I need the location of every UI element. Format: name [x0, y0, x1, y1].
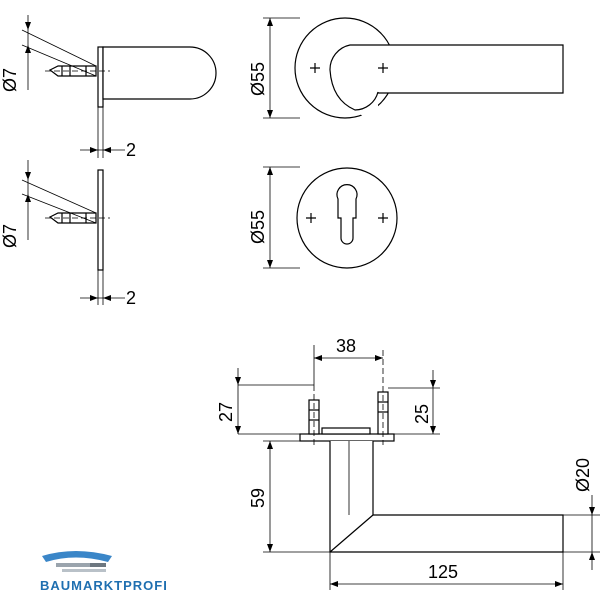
handle-height-label: 59 [248, 488, 268, 508]
rosette-front-view [263, 17, 564, 121]
rosette-pin-diameter-label: Ø7 [0, 68, 20, 92]
baumarktprofi-logo: BAUMARKTPROFI [40, 551, 168, 593]
escutcheon-plate-thickness-label: 2 [126, 288, 136, 308]
rosette-handle-neck [102, 46, 217, 100]
rosette-plate [97, 46, 104, 108]
screw-mark [378, 213, 388, 223]
escutcheon-front-view [263, 166, 398, 269]
pin-spacing-label: 38 [336, 336, 356, 356]
lever-body [329, 441, 564, 553]
escutcheon-side-view [21, 160, 125, 305]
keyhole-icon [336, 184, 358, 245]
screw-mark [310, 63, 320, 73]
rosette-plate-thickness-label: 2 [126, 140, 136, 160]
escutcheon-plate [97, 169, 104, 271]
lever-side-view [235, 345, 600, 590]
logo-text: BAUMARKTPROFI [40, 578, 168, 593]
escutcheon-pin-diameter-label: Ø7 [0, 224, 20, 248]
lever-handle [329, 44, 564, 111]
escutcheon-diameter-label: Ø55 [248, 210, 268, 244]
rosette-diameter-label: Ø55 [248, 62, 268, 96]
screw-mark [306, 213, 316, 223]
rosette-side-view [21, 15, 217, 158]
handle-length-label: 125 [428, 562, 458, 582]
logo-swoosh [42, 551, 112, 562]
pin-height-right-label: 25 [412, 404, 432, 424]
handle-diameter-label: Ø20 [573, 458, 593, 492]
pin-height-left-label: 27 [216, 402, 236, 422]
screw-mark [378, 63, 388, 73]
